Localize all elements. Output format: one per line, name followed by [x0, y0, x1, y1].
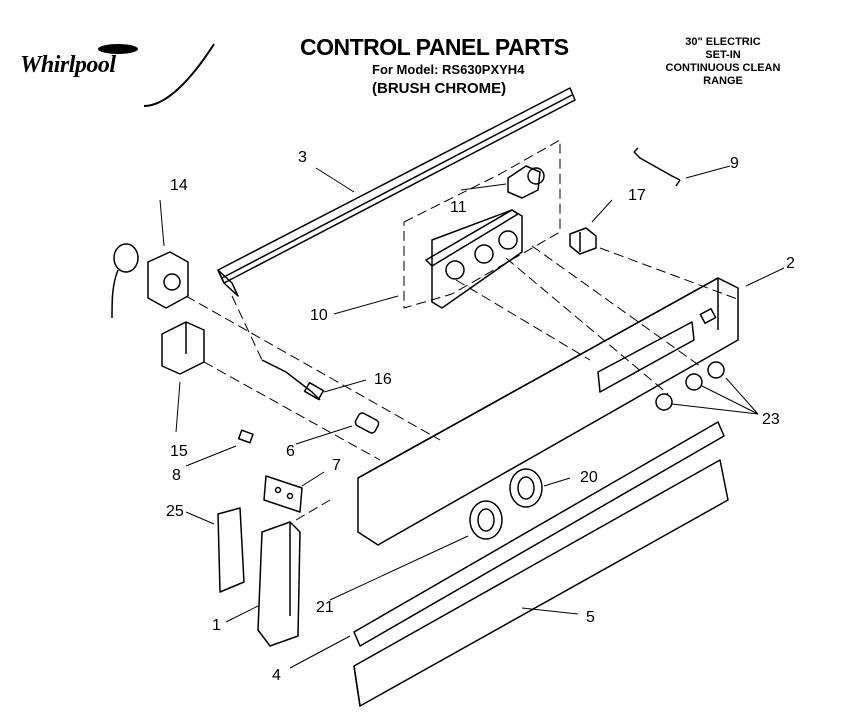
callout-11: 11 — [450, 199, 467, 216]
callout-8: 8 — [172, 467, 181, 484]
leader-lines — [159, 165, 785, 669]
part-knob-large — [509, 468, 543, 508]
part-thermostat — [161, 321, 205, 375]
callout-20: 20 — [580, 469, 598, 486]
part-switch-bracket — [425, 209, 523, 309]
product-description: 30" ELECTRIC SET-IN CONTINUOUS CLEAN RAN… — [648, 36, 798, 88]
callout-16: 16 — [374, 371, 392, 388]
description-line-1: 30" ELECTRIC — [685, 36, 761, 48]
callout-3: 3 — [298, 149, 307, 166]
part-insulation — [217, 507, 245, 593]
part-terminal-block — [569, 227, 597, 255]
callout-2: 2 — [786, 255, 795, 272]
part-wire-lead — [261, 359, 325, 401]
callout-25: 25 — [166, 503, 184, 520]
callout-7: 7 — [332, 457, 341, 474]
brand-logo — [96, 40, 236, 110]
part-end-cap — [257, 521, 301, 647]
callout-6: 6 — [286, 443, 295, 460]
callout-4: 4 — [272, 667, 281, 684]
brand-swoosh-icon — [98, 43, 215, 107]
callout-numbers: 3 17 9 14 11 2 10 16 23 15 6 8 7 20 25 2… — [166, 149, 795, 684]
callout-1: 1 — [212, 617, 221, 634]
callout-14: 14 — [170, 177, 188, 194]
description-line-4: RANGE — [703, 75, 743, 87]
callout-21: 21 — [316, 599, 334, 616]
description-line-2: SET-IN — [705, 49, 741, 61]
model-number: For Model: RS630PXYH4 — [372, 62, 525, 77]
callout-10: 10 — [310, 307, 328, 324]
callout-17: 17 — [628, 187, 646, 204]
page-title: CONTROL PANEL PARTS — [300, 34, 569, 60]
part-push-buttons — [655, 361, 725, 411]
phantom-lines — [185, 139, 741, 521]
part-knob-small — [469, 500, 503, 540]
callout-23: 23 — [762, 411, 780, 428]
part-trim-strip — [217, 87, 576, 297]
part-timer-clock — [111, 243, 189, 319]
part-circuit-board — [263, 475, 303, 513]
part-control-panel — [357, 277, 739, 546]
finish-label: (BRUSH CHROME) — [372, 80, 507, 97]
brand-wordmark: Whirlpool — [20, 52, 116, 78]
callout-15: 15 — [170, 443, 188, 460]
part-switch — [507, 165, 545, 199]
part-lower-trim — [353, 421, 729, 707]
part-bracket-small — [633, 147, 681, 187]
part-clip — [237, 429, 254, 444]
part-lamp-socket — [354, 412, 380, 434]
callout-5: 5 — [586, 609, 595, 626]
description-line-3: CONTINUOUS CLEAN — [665, 62, 781, 74]
callout-9: 9 — [730, 155, 739, 172]
